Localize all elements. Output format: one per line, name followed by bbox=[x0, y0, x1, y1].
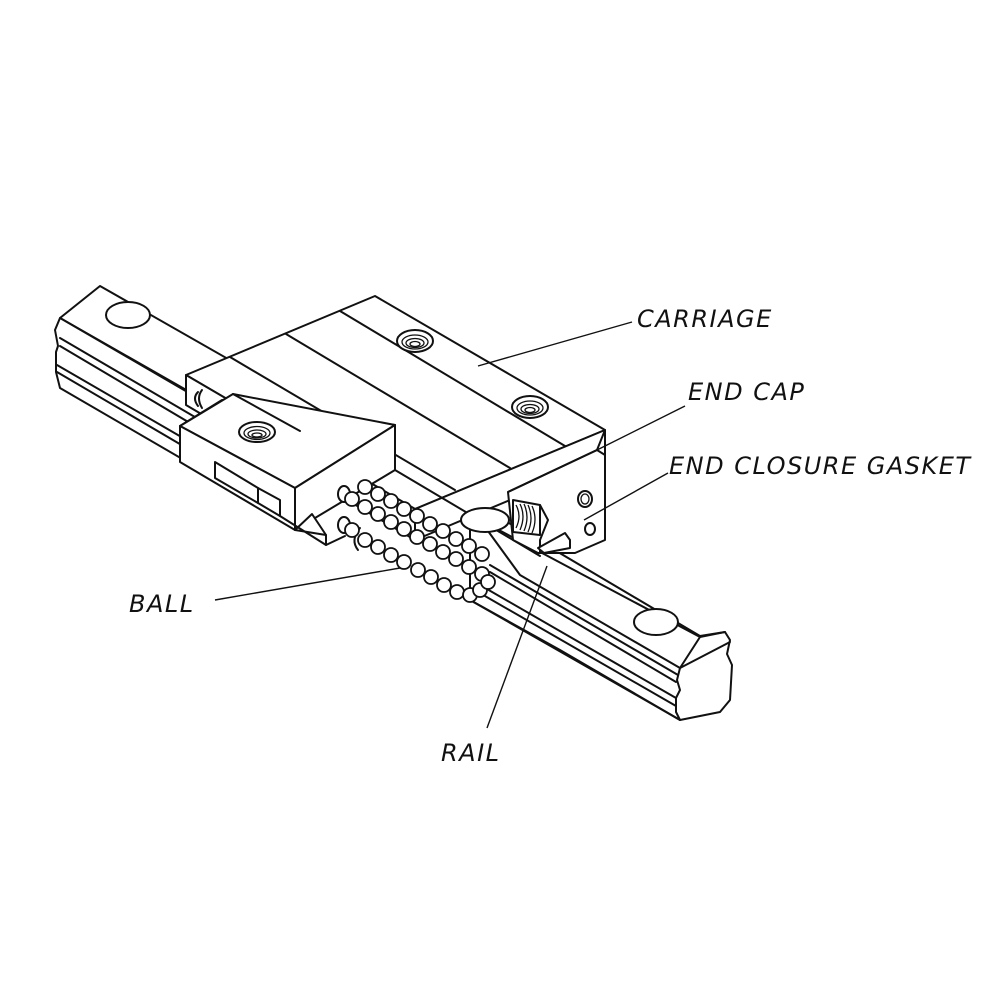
label-carriage: CARRIAGE bbox=[637, 305, 773, 333]
end-cap bbox=[507, 429, 606, 554]
label-rail: RAIL bbox=[441, 739, 501, 767]
leader-end-closure-gasket bbox=[583, 472, 669, 521]
carriage-tapped-hole bbox=[238, 421, 276, 443]
rail-front-section bbox=[469, 499, 733, 721]
leader-end-cap bbox=[592, 405, 686, 453]
carriage-tapped-hole bbox=[511, 395, 549, 419]
label-end-closure-gasket: END CLOSURE GASKET bbox=[669, 452, 972, 480]
leader-carriage bbox=[477, 321, 633, 367]
leader-rail bbox=[486, 565, 548, 729]
rail-mounting-hole bbox=[105, 301, 151, 329]
carriage-inner-recess bbox=[460, 507, 510, 533]
ball-chain bbox=[337, 479, 496, 603]
label-ball: BALL bbox=[129, 590, 195, 618]
label-end-cap: END CAP bbox=[688, 378, 806, 406]
leader-ball bbox=[214, 567, 401, 601]
carriage-tapped-hole bbox=[396, 329, 434, 353]
carriage-front-block bbox=[179, 393, 396, 546]
rail-mounting-hole bbox=[633, 608, 679, 636]
end-closure-gasket-hole bbox=[584, 522, 596, 536]
